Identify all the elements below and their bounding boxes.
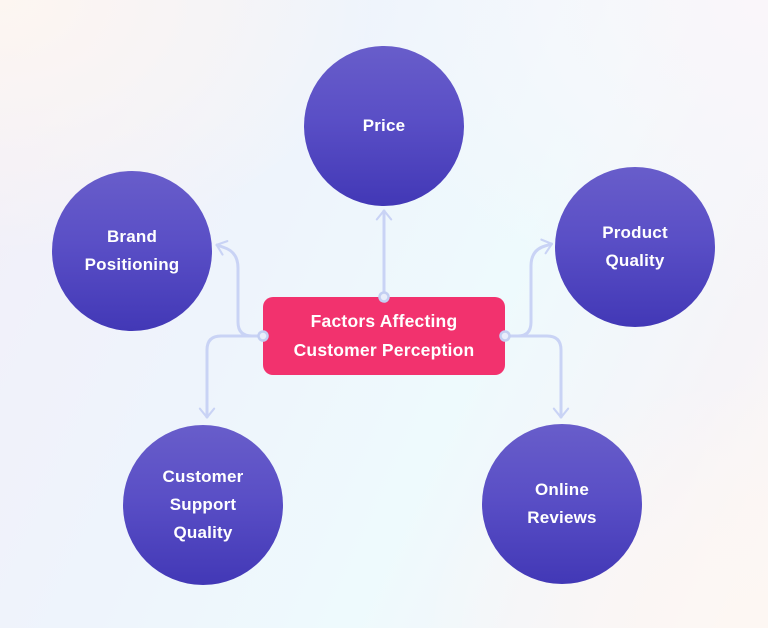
node-online-reviews[interactable]: Online Reviews xyxy=(482,424,642,584)
node-customer-support-quality[interactable]: Customer Support Quality xyxy=(123,425,283,585)
node-brand-positioning-label: Brand Positioning xyxy=(84,227,180,274)
connector-arrow-customer-support-quality xyxy=(198,334,265,419)
connector-arrow-product-quality xyxy=(503,238,553,338)
connector-arrow-online-reviews xyxy=(503,334,570,419)
center-box-label-line1: Factors Affecting xyxy=(310,311,458,331)
node-brand-positioning[interactable]: Brand Positioning xyxy=(52,171,212,331)
node-customer-support-quality-label: Customer Support Quality xyxy=(162,467,244,542)
center-box-label-line2: Customer Perception xyxy=(293,340,475,360)
node-product-quality[interactable]: Product Quality xyxy=(555,167,715,327)
node-price-label: Price xyxy=(362,116,406,135)
node-product-quality-label: Product Quality xyxy=(602,223,668,270)
node-online-reviews-label: Online Reviews xyxy=(527,480,597,527)
center-box-factors[interactable]: Factors Affecting Customer Perception xyxy=(263,297,505,375)
node-price[interactable]: Price xyxy=(304,46,464,206)
connector-arrow-brand-positioning xyxy=(215,240,265,338)
